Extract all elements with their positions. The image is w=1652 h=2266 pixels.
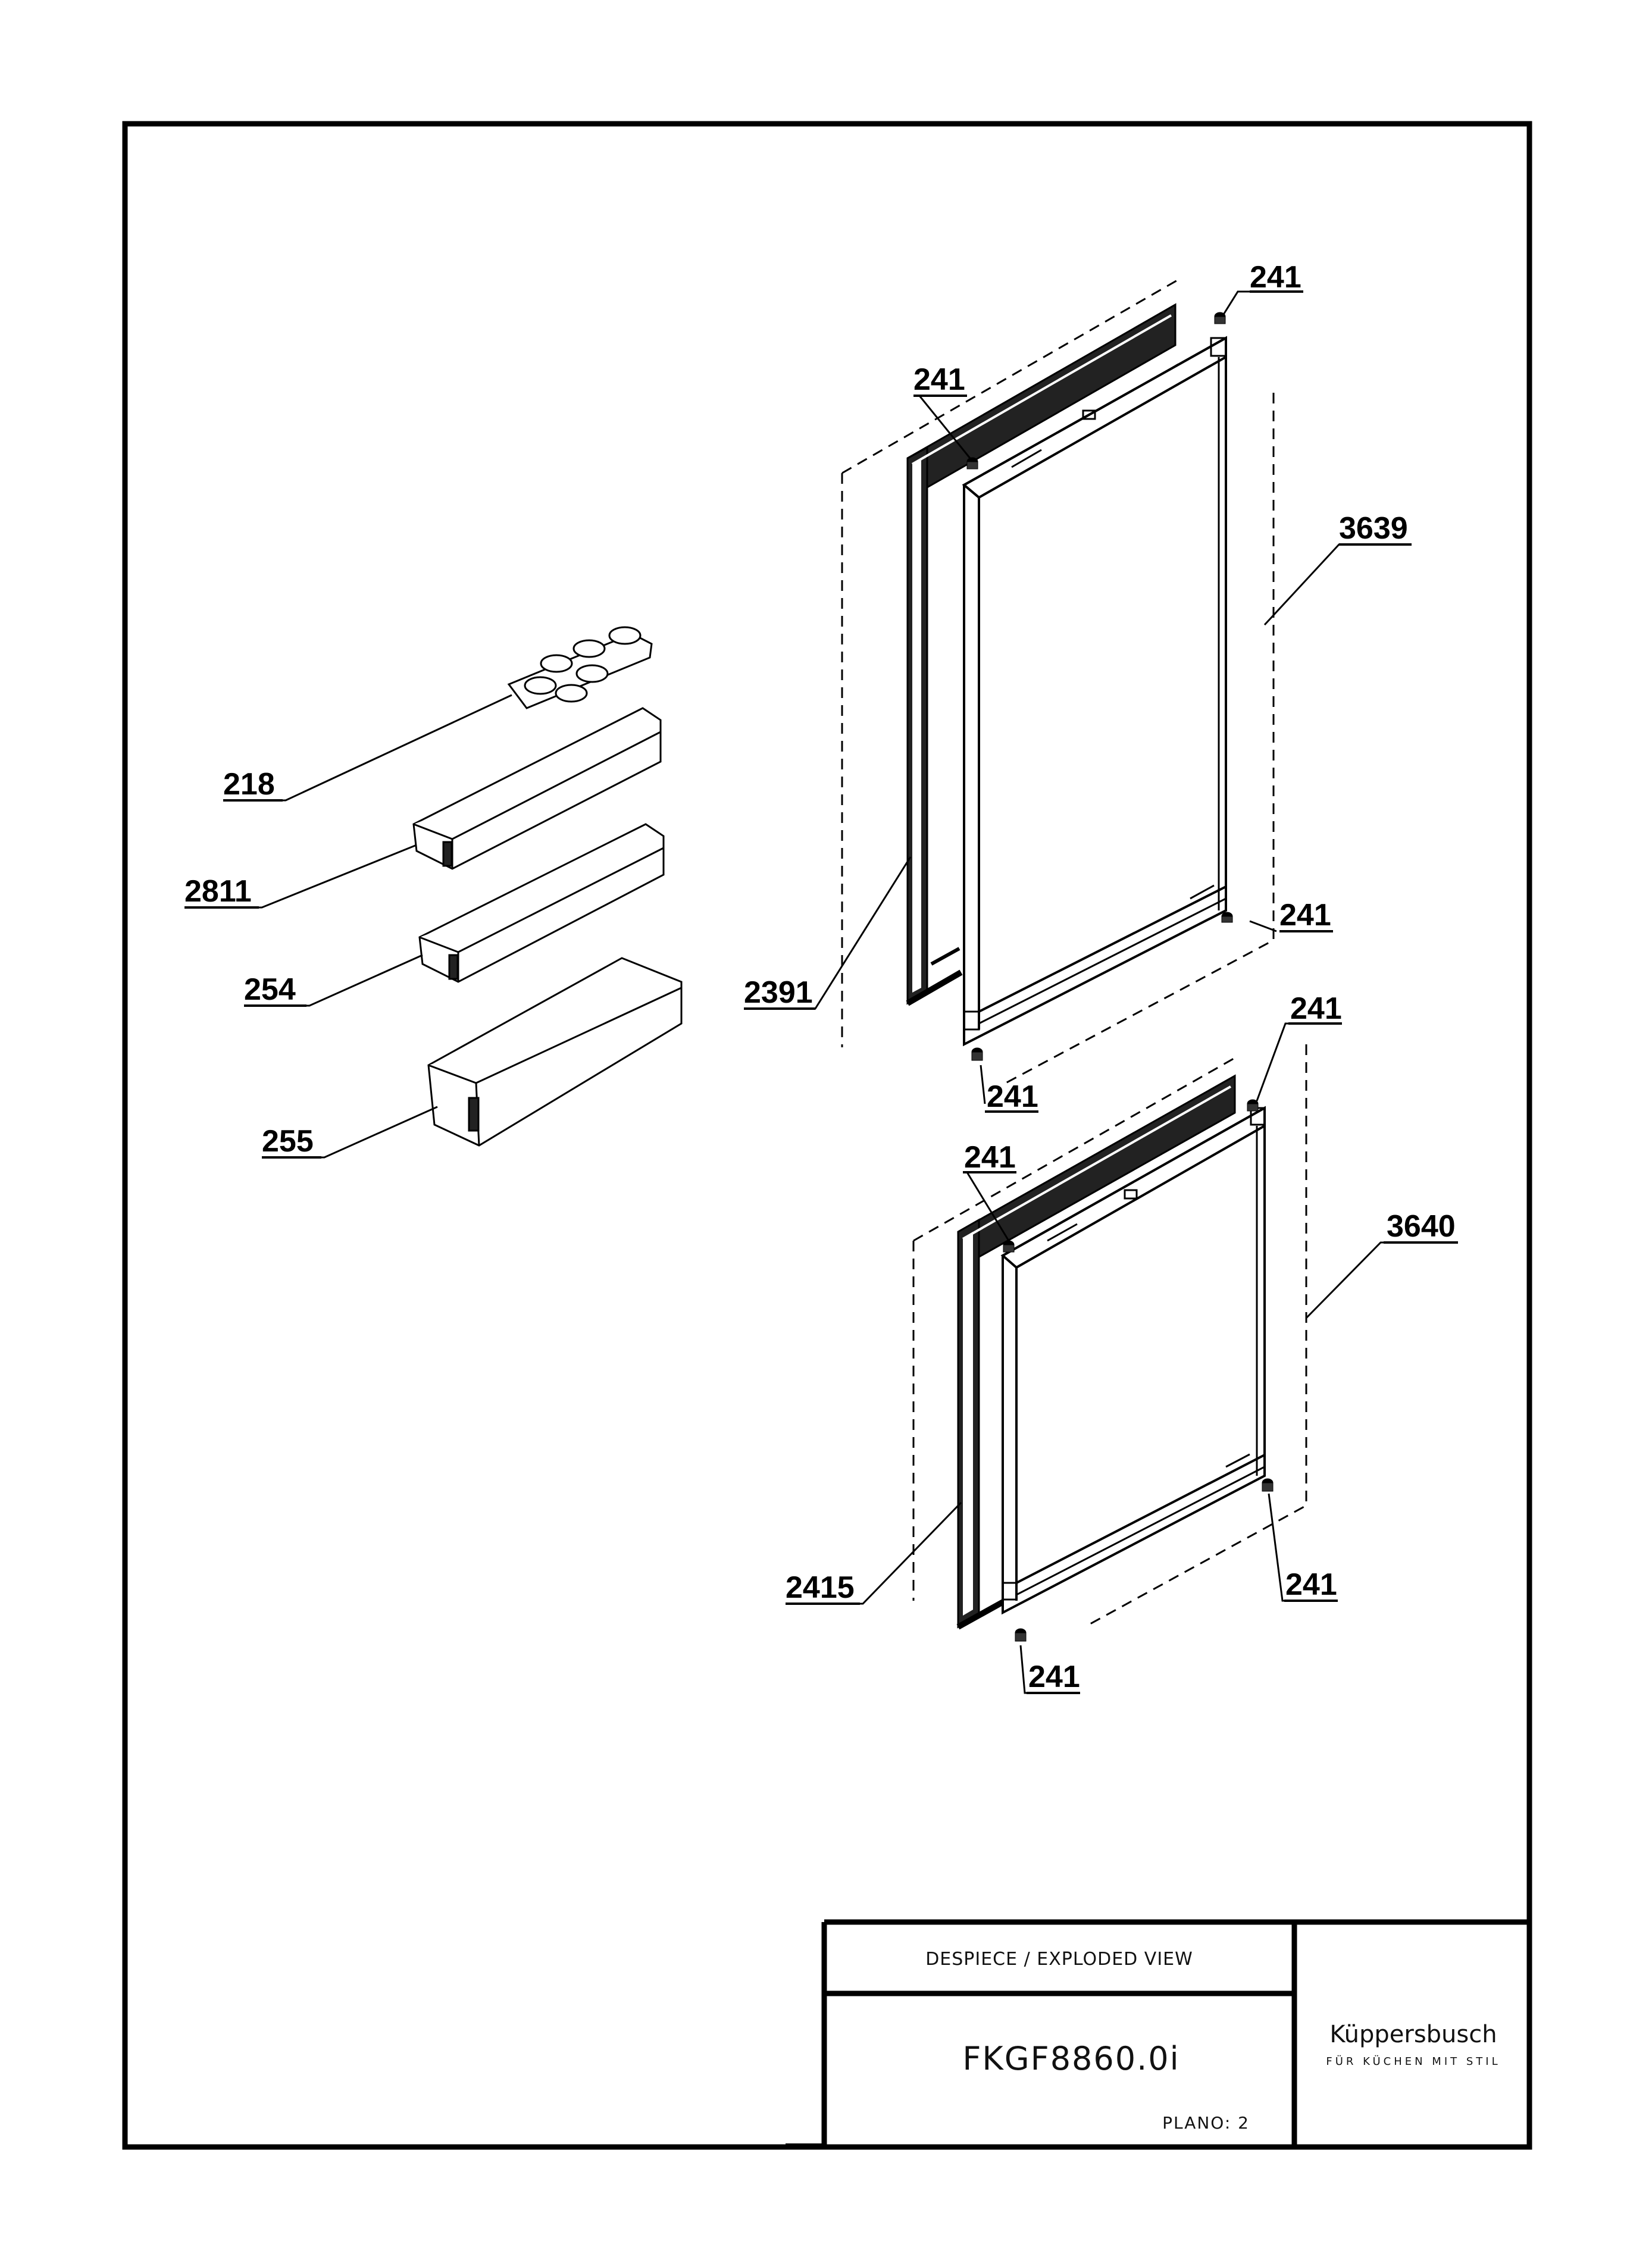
callout-2811: 2811 bbox=[184, 874, 252, 909]
view-title: DESPIECE / EXPLODED VIEW bbox=[925, 1949, 1193, 1970]
door-bin-2811 bbox=[412, 707, 662, 870]
callout-2391: 2391 bbox=[744, 975, 813, 1010]
plano-number: PLANO: 2 bbox=[1162, 2113, 1250, 2133]
door-gasket-2415 bbox=[956, 1074, 1236, 1630]
callout-3639: 3639 bbox=[1339, 511, 1408, 546]
title-block: DESPIECE / EXPLODED VIEW FKGF8860.0i PLA… bbox=[786, 1886, 1532, 2147]
bushing-241-top-left bbox=[966, 457, 978, 470]
callout-241-h: 241 bbox=[1028, 1660, 1080, 1694]
bushing-241-bottomdoor-bottom-right bbox=[1262, 1478, 1274, 1492]
drawing-frame bbox=[122, 121, 1532, 2150]
callout-218: 218 bbox=[223, 767, 275, 802]
callout-241-g: 241 bbox=[1285, 1567, 1337, 1602]
callout-255: 255 bbox=[262, 1124, 314, 1159]
callout-254: 254 bbox=[244, 972, 296, 1007]
bushing-241-bottomdoor-top-right bbox=[1247, 1099, 1259, 1112]
door-bin-255 bbox=[427, 957, 683, 1147]
callout-2415: 2415 bbox=[786, 1570, 855, 1605]
model-number: FKGF8860.0i bbox=[962, 2040, 1179, 2077]
callout-241-f: 241 bbox=[964, 1140, 1016, 1175]
bushing-241-bottomdoor-top-left bbox=[1003, 1240, 1015, 1253]
bushing-241-bottom-left bbox=[971, 1047, 983, 1061]
callout-241-c: 241 bbox=[1279, 898, 1331, 932]
bushing-241-bottom-right bbox=[1221, 912, 1233, 923]
door-panel-top bbox=[962, 336, 1227, 1047]
door-gasket-2391 bbox=[906, 303, 1177, 1006]
door-assembly-3640 bbox=[912, 1044, 1307, 1642]
callout-labels: 218 2811 254 255 2391 3639 241 241 241 2… bbox=[184, 260, 1458, 1694]
door-bin-254 bbox=[418, 823, 665, 983]
bushing-241-bottomdoor-bottom-left bbox=[1015, 1628, 1027, 1642]
callout-3640: 3640 bbox=[1387, 1209, 1456, 1244]
callout-241-e: 241 bbox=[1290, 991, 1342, 1026]
brand-logo: Küppersbusch bbox=[1329, 2021, 1497, 2048]
callout-241-d: 241 bbox=[987, 1079, 1038, 1114]
egg-tray-218 bbox=[507, 626, 653, 709]
callout-241-b: 241 bbox=[913, 362, 965, 397]
brand-slogan: FÜR KÜCHEN MIT STIL bbox=[1326, 2055, 1500, 2068]
callout-241-a: 241 bbox=[1250, 260, 1301, 295]
bushing-241-top-right bbox=[1214, 312, 1226, 324]
door-assembly-3639 bbox=[841, 278, 1275, 1084]
door-panel-bottom bbox=[1000, 1106, 1266, 1615]
